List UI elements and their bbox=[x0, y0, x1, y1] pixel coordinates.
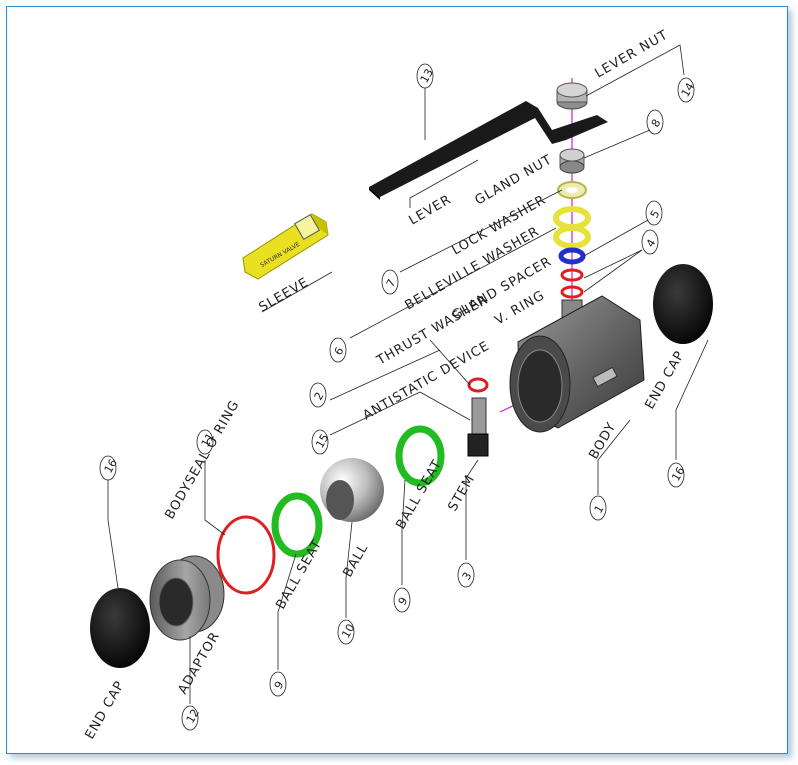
lock-washer-part bbox=[557, 181, 587, 199]
svg-text:LEVER: LEVER bbox=[407, 192, 455, 228]
svg-text:5: 5 bbox=[648, 208, 663, 221]
svg-text:11: 11 bbox=[199, 431, 217, 450]
adaptor-part bbox=[149, 555, 225, 641]
svg-text:9: 9 bbox=[396, 595, 411, 608]
svg-text:7: 7 bbox=[384, 277, 399, 290]
label-body: BODY 1 bbox=[586, 420, 631, 521]
svg-text:10: 10 bbox=[339, 622, 357, 641]
svg-text:6: 6 bbox=[332, 345, 347, 358]
label-ball: BALL 10 bbox=[337, 521, 372, 645]
belleville-washer-part bbox=[553, 206, 591, 249]
sleeve-part: SATURN VALVE bbox=[242, 213, 329, 280]
svg-text:BODYSEAL O RING: BODYSEAL O RING bbox=[162, 398, 242, 522]
svg-text:14: 14 bbox=[679, 81, 697, 100]
lever-nut-part bbox=[556, 82, 588, 110]
svg-text:END CAP: END CAP bbox=[642, 348, 687, 412]
svg-text:BALL: BALL bbox=[340, 541, 371, 580]
svg-text:LEVER NUT: LEVER NUT bbox=[593, 28, 671, 82]
svg-text:2: 2 bbox=[312, 390, 327, 403]
svg-text:STEM: STEM bbox=[445, 472, 478, 514]
stem-part bbox=[467, 397, 489, 457]
svg-text:16: 16 bbox=[102, 457, 120, 476]
label-lever-nut: LEVER NUT 14 bbox=[585, 28, 697, 103]
label-end-cap-right: END CAP 16 bbox=[642, 339, 709, 488]
svg-text:4: 4 bbox=[644, 237, 659, 250]
v-ring-part bbox=[560, 268, 584, 299]
svg-text:12: 12 bbox=[184, 707, 202, 726]
label-adaptor: ADAPTOR 12 bbox=[175, 629, 223, 731]
lever-part bbox=[369, 101, 608, 200]
end-cap-right-part bbox=[653, 264, 713, 344]
ball-seat-left-part bbox=[271, 492, 323, 558]
svg-text:3: 3 bbox=[460, 570, 475, 583]
label-ball-seat-left: BALL SEAT 9 bbox=[269, 537, 325, 697]
svg-text:9: 9 bbox=[272, 679, 287, 692]
label-ball-seat-right: BALL SEAT 9 bbox=[393, 457, 445, 613]
svg-text:15: 15 bbox=[313, 432, 331, 451]
label-stem: STEM 3 bbox=[445, 459, 479, 588]
ball-part bbox=[320, 458, 384, 522]
gland-spacer-part bbox=[558, 247, 586, 265]
svg-text:16: 16 bbox=[669, 465, 687, 484]
svg-text:8: 8 bbox=[649, 117, 664, 130]
svg-text:1: 1 bbox=[592, 503, 607, 516]
svg-text:13: 13 bbox=[418, 67, 436, 86]
svg-text:BODY: BODY bbox=[586, 420, 619, 462]
body-part bbox=[509, 295, 645, 433]
label-bodyseal-o-ring: BODYSEAL O RING 11 bbox=[162, 398, 243, 536]
svg-text:SLEEVE: SLEEVE bbox=[257, 275, 312, 316]
thrust-washer-part bbox=[467, 377, 489, 393]
gland-nut-part bbox=[559, 148, 585, 174]
bodyseal-o-ring-part bbox=[216, 515, 276, 595]
ball-seat-right-part bbox=[395, 425, 445, 487]
label-sleeve: SLEEVE bbox=[257, 271, 333, 316]
svg-text:END CAP: END CAP bbox=[82, 678, 127, 742]
end-cap-left-part bbox=[90, 588, 150, 668]
